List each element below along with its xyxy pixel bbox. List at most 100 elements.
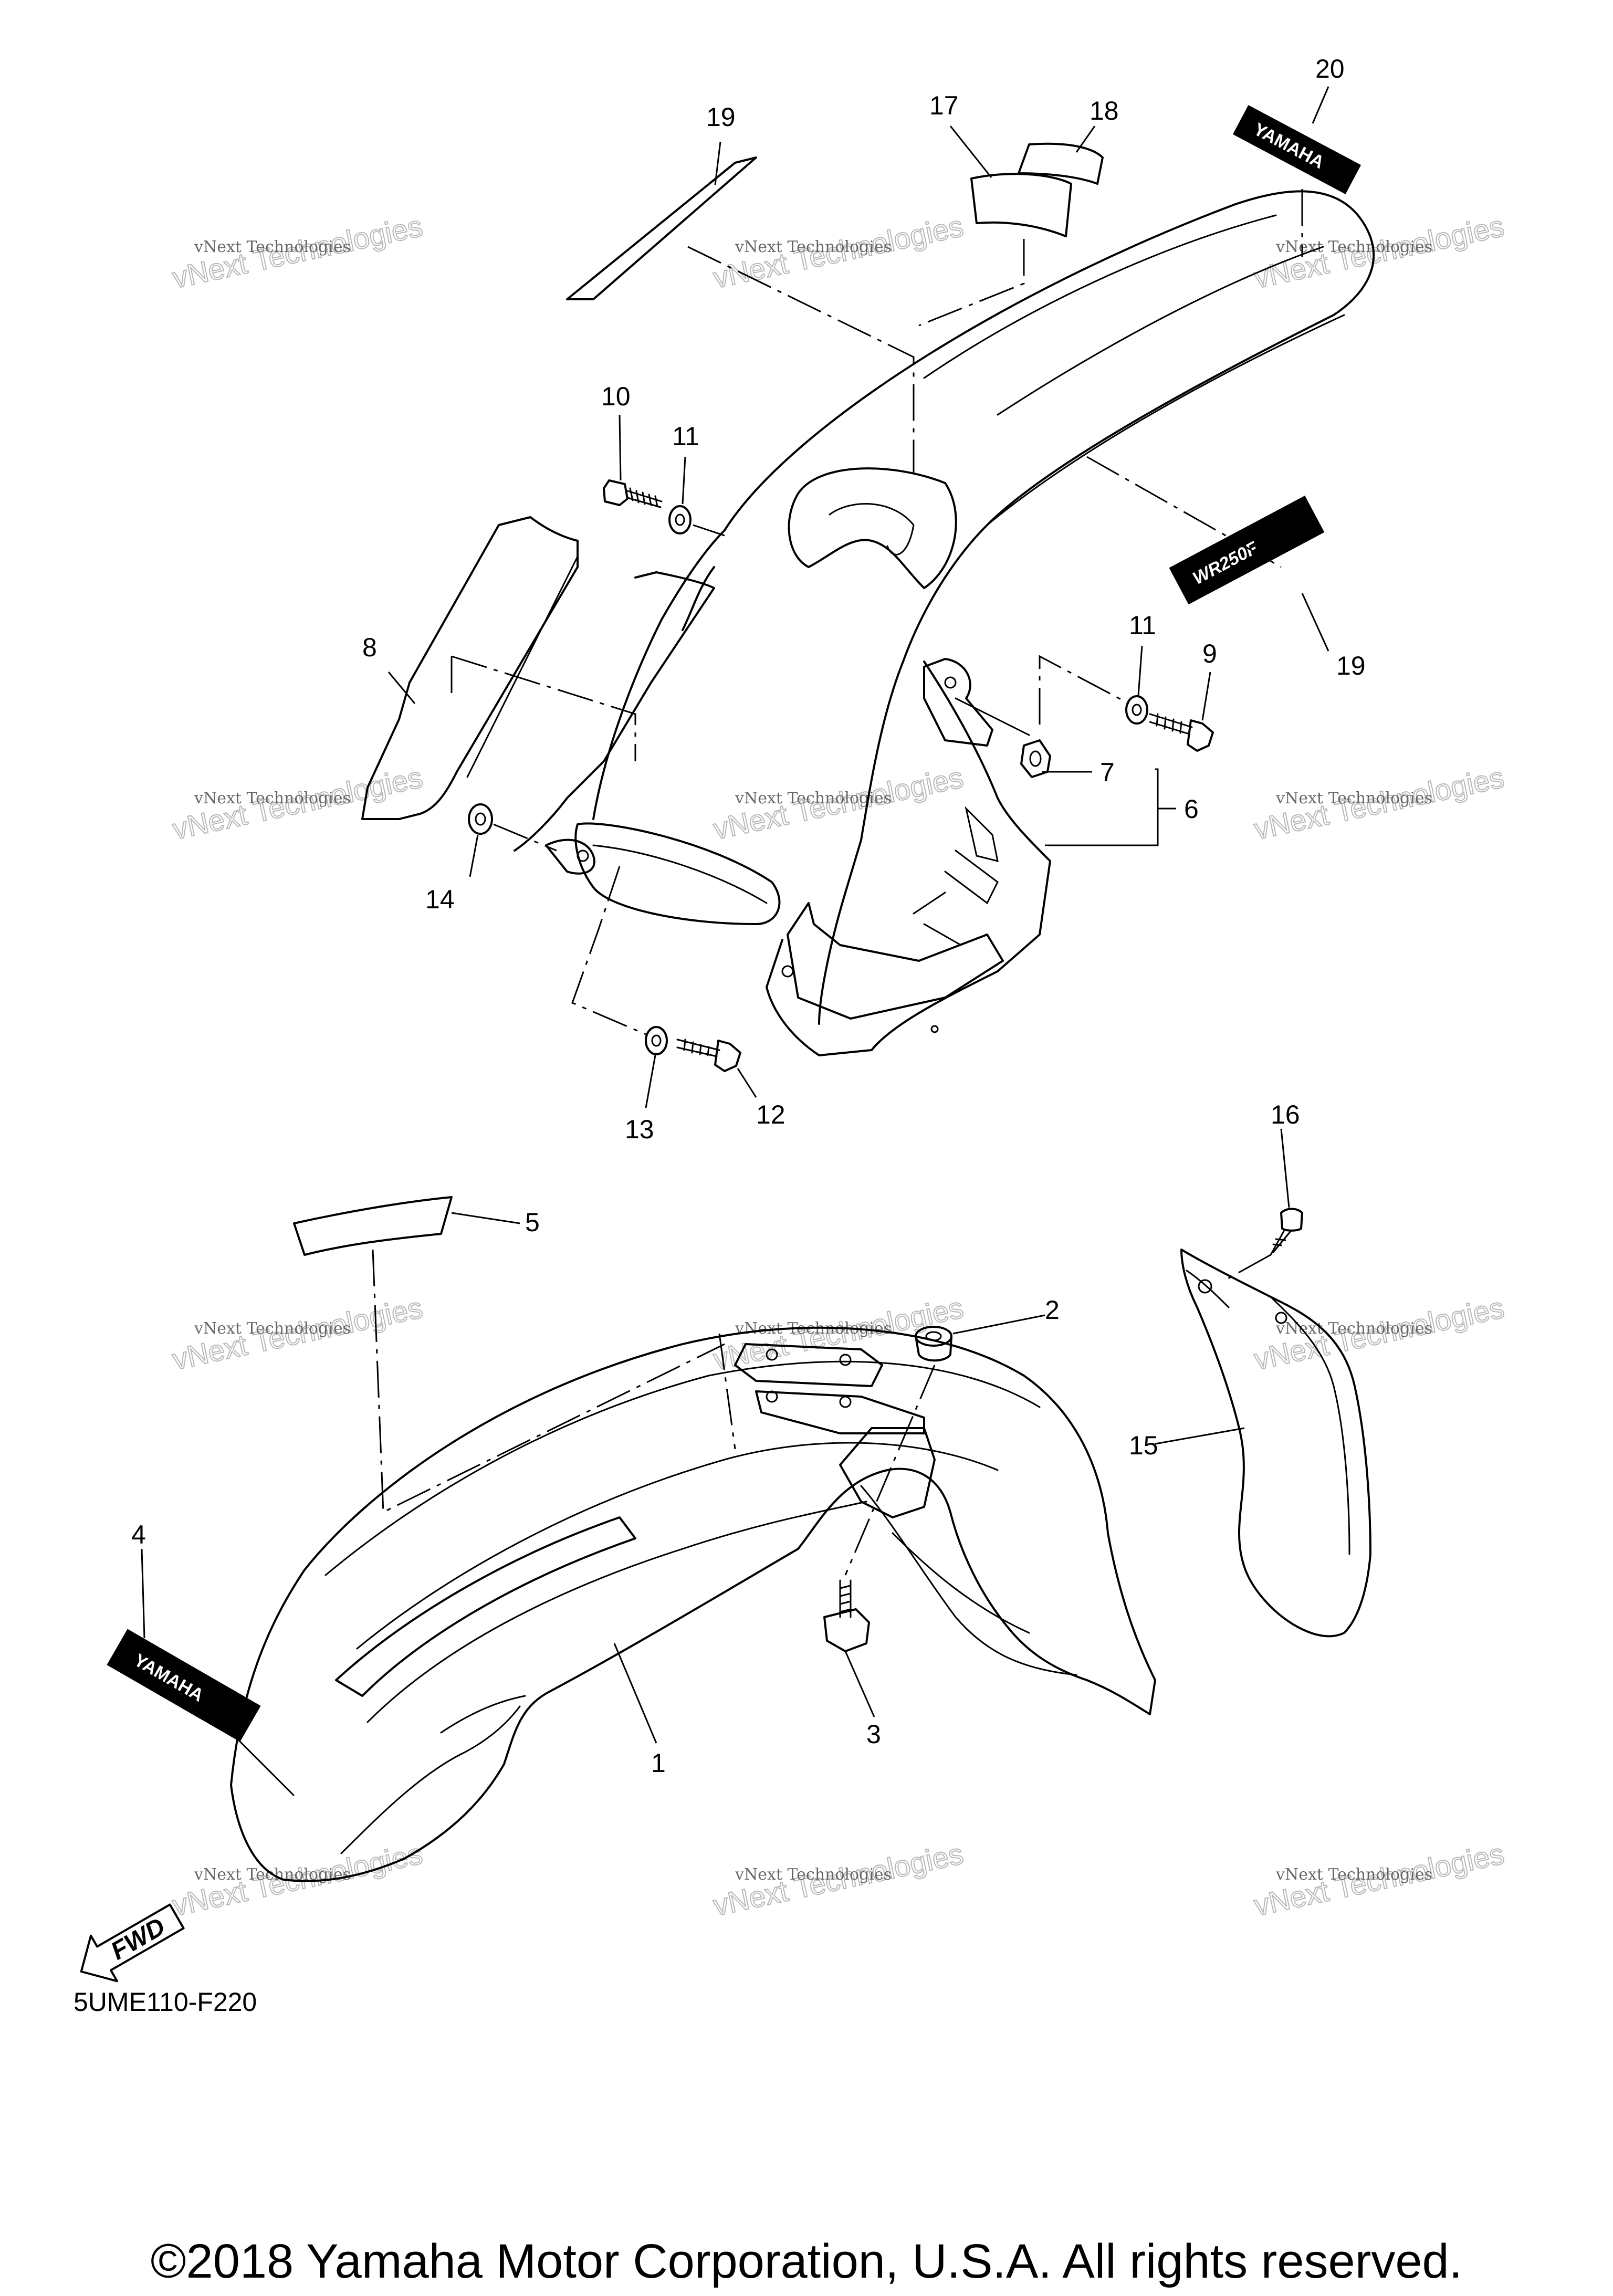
washer-11-right-hole	[1132, 704, 1142, 716]
watermark-small: vNext Technologies	[1275, 789, 1432, 808]
front-fender-trim	[440, 1695, 526, 1734]
grommet-2	[915, 1326, 952, 1362]
leader-3	[844, 1651, 875, 1717]
leader-10	[619, 414, 622, 481]
watermark-tile: vNext Technologies vNext Technologies	[1251, 760, 1507, 846]
rear-fender-bolt-hole	[930, 1025, 939, 1033]
watermark-tile: vNext Technologies vNext Technologies	[1251, 1290, 1507, 1376]
rear-fender-cutout	[788, 467, 957, 589]
washer-11-upper	[668, 505, 692, 534]
front-fender	[230, 1326, 1156, 1882]
front-fender-bracket	[755, 1390, 925, 1434]
rear-fender-rib	[944, 850, 999, 905]
decal-19-model: WR250F	[1169, 495, 1325, 605]
guide-front-upper	[718, 1333, 736, 1450]
leader-9	[1201, 672, 1211, 721]
washer-13-hole	[651, 1034, 662, 1047]
washer-11-upper-hole	[675, 513, 685, 526]
callout-19-right: 19	[1336, 651, 1366, 680]
watermark-tile: vNext Technologies vNext Technologies	[1251, 208, 1507, 295]
leader-19-upper	[714, 141, 721, 185]
front-fender-rib	[356, 1442, 999, 1650]
fork-guard-15	[1180, 1249, 1371, 1638]
front-fender-bracket	[734, 1343, 883, 1387]
callout-19-upper: 19	[706, 102, 736, 132]
leader-14	[469, 834, 479, 877]
rear-mudflap-hole	[577, 850, 589, 862]
callout-11-right: 11	[1129, 611, 1156, 640]
side-cover-8-shadow	[514, 571, 715, 852]
rear-fender-assembly: WR250F YAMAHA	[361, 86, 1375, 1108]
watermark-tile: vNext Technologies vNext Technologies	[169, 208, 426, 295]
callout-1: 1	[651, 1748, 666, 1778]
front-fender-stripe	[335, 1516, 636, 1697]
watermark-small: vNext Technologies	[1275, 1319, 1432, 1338]
front-fender-assembly: YAMAHA	[107, 1196, 1156, 1882]
watermark-small: vNext Technologies	[194, 238, 351, 256]
leader-11-right	[1137, 645, 1143, 696]
fork-guard-15-edge	[1270, 1296, 1350, 1555]
front-fender-mount-hole	[766, 1348, 778, 1361]
fork-guard-15-edge	[1186, 1270, 1230, 1308]
bolt-12	[676, 1039, 741, 1072]
rear-mudflap-tab	[545, 838, 595, 875]
rear-fender-crease	[923, 214, 1277, 379]
front-fender-rib	[366, 1501, 867, 1723]
rear-fender-bolt-hole	[781, 965, 794, 978]
front-fender-rib	[324, 1360, 1041, 1576]
guide-9	[1039, 655, 1129, 725]
washer-14-hole	[475, 812, 486, 826]
rear-fender-cutout-inner	[829, 503, 915, 555]
guide-17	[918, 239, 1025, 327]
rear-fender-mount-tab	[923, 658, 993, 747]
rear-fender-crease	[997, 246, 1324, 416]
washer-13	[645, 1026, 668, 1055]
guide-8	[451, 655, 636, 761]
front-fender-mount-hole	[839, 1354, 852, 1366]
callout-20: 20	[1315, 54, 1345, 83]
guide-2	[844, 1365, 936, 1576]
front-fender-mount-hole	[839, 1396, 852, 1408]
leader-11-upper	[682, 456, 686, 505]
leader-17	[949, 125, 992, 178]
decal-5	[293, 1196, 453, 1256]
leader-20	[1312, 86, 1329, 124]
copyright-notice: ©2018 Yamaha Motor Corporation, U.S.A. A…	[150, 2235, 1463, 2288]
watermark-small: vNext Technologies	[735, 238, 892, 256]
callout-15: 15	[1129, 1431, 1158, 1460]
callout-13: 13	[625, 1115, 654, 1144]
side-cover-8-edge	[466, 555, 579, 778]
watermark-small: vNext Technologies	[1275, 1865, 1432, 1884]
rear-fender-left-wall	[592, 529, 726, 820]
side-cover-8	[361, 516, 579, 820]
callout-5: 5	[525, 1208, 540, 1237]
front-fender-side-bracket	[839, 1427, 936, 1518]
callout-3: 3	[866, 1720, 881, 1749]
leader-5	[451, 1212, 520, 1224]
guide-5	[372, 1249, 725, 1514]
leader-19-right	[1301, 593, 1329, 652]
rear-fender-bracket	[787, 902, 1004, 1020]
rear-mudflap-inner	[592, 844, 768, 904]
callout-8: 8	[362, 633, 377, 662]
rear-fender-arrow	[965, 806, 999, 863]
leader-2	[952, 1314, 1045, 1335]
screw-16	[1270, 1208, 1303, 1256]
fork-guard-hole	[1275, 1312, 1287, 1324]
callout-14: 14	[425, 885, 455, 914]
callout-7: 7	[1100, 758, 1115, 787]
leader-1	[613, 1643, 657, 1744]
callout-9: 9	[1202, 639, 1217, 668]
front-fender-mount-hole	[766, 1390, 778, 1403]
watermark-layer: vNext Technologies vNext Technologies vN…	[169, 208, 1507, 1922]
watermark-tile: vNext Technologies vNext Technologies	[169, 1836, 426, 1922]
bolt-3	[823, 1579, 870, 1652]
bolt-10	[603, 479, 663, 508]
front-fender-underside	[892, 1532, 1030, 1634]
callout-2: 2	[1045, 1295, 1060, 1325]
collar-7-hole	[1029, 750, 1042, 767]
callout-11-upper: 11	[672, 422, 699, 451]
callout-labels: 19 17 18 20 10 11 11 9 19 8 7 6 14 13 12…	[131, 54, 1366, 1778]
front-fender-trim	[340, 1705, 521, 1854]
rear-fender	[724, 190, 1375, 1025]
